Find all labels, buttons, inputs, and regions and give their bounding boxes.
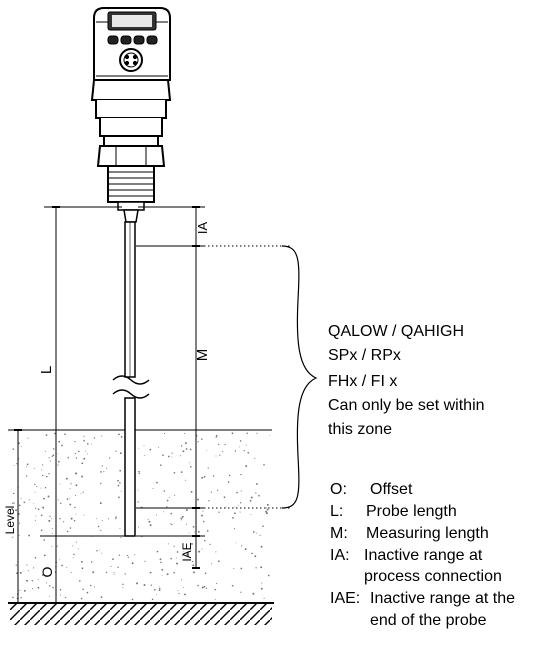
legend-text: Probe length — [366, 503, 457, 520]
label-IAE: IAE — [180, 542, 194, 561]
probe-rod — [112, 221, 150, 537]
zone-guide-lines — [200, 245, 290, 509]
medium-fill — [10, 429, 275, 605]
break-mark — [112, 389, 150, 399]
housing-button — [133, 35, 145, 45]
legend-text-continued: end of the probe — [370, 612, 487, 629]
legend-item: IA: Inactive range at — [330, 546, 482, 566]
legend-item: L: Probe length — [330, 502, 457, 522]
annotation-line-1: QALOW / QAHIGH — [328, 323, 465, 340]
annotation-line-5: this zone — [328, 421, 393, 438]
legend-key: L: — [330, 503, 344, 520]
housing-button — [120, 35, 132, 45]
housing-button — [146, 35, 158, 45]
annotation-line-3: FHx / FI x — [328, 373, 398, 390]
legend-text: Inactive range at the — [370, 590, 515, 607]
housing-button — [107, 35, 119, 45]
zone-brace — [281, 245, 318, 509]
dimension-L — [44, 206, 122, 603]
medium-speckle-texture — [11, 432, 271, 601]
label-level: Level — [3, 506, 17, 535]
break-mark — [112, 375, 150, 385]
label-IA: IA — [195, 222, 210, 235]
dimension-IA-M-IAE — [136, 206, 205, 569]
dimension-level — [8, 429, 28, 604]
label-O: O — [39, 566, 55, 577]
sensor-housing — [90, 7, 172, 223]
legend-item: O: Offset — [330, 480, 412, 500]
label-M: M — [194, 349, 211, 362]
legend-text: Inactive range at — [364, 547, 483, 564]
legend-key: O: — [330, 481, 347, 498]
legend-key: IA: — [330, 547, 350, 564]
legend-item: IAE: Inactive range at the — [330, 589, 515, 609]
legend-text-continued: process connection — [364, 568, 502, 585]
tank-bottom-ground — [8, 602, 274, 625]
legend-item: M: Measuring length — [330, 524, 489, 544]
legend-text: Offset — [370, 481, 413, 498]
annotation-line-4: Can only be set within — [328, 397, 485, 414]
legend-key: M: — [330, 525, 348, 542]
annotation-line-2: SPx / RPx — [328, 347, 401, 364]
legend-text: Measuring length — [366, 525, 489, 542]
legend-key: IAE: — [330, 590, 361, 607]
label-L: L — [38, 366, 55, 374]
